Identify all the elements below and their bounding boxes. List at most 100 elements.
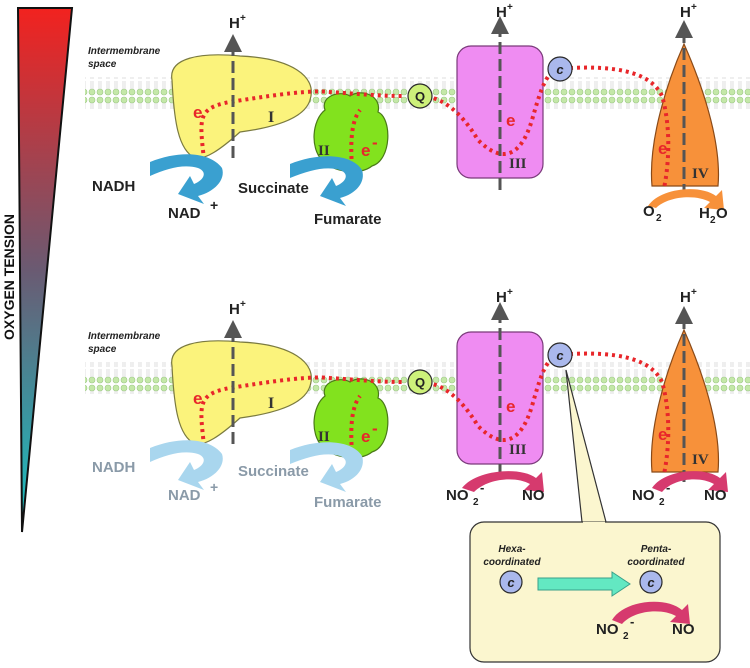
axis-title: OXYGEN TENSION [1,214,17,340]
oxygen-tension-wedge [16,7,74,533]
fumarate-label-bottom: Fumarate [314,494,382,511]
penta-label-2: coordinated [627,557,685,568]
inset-no2: NO [596,621,619,638]
cytochrome-c [547,56,573,82]
proton-III-sup-bottom: + [507,287,513,298]
inset-no2-sup: - [630,614,634,629]
proton-IV-sup: + [691,2,697,13]
no2-III-sub: 2 [473,497,479,508]
inset-no: NO [672,621,695,638]
proton-IV: H [680,4,691,21]
inset-nitrite-arrow [612,601,690,624]
electron-II-bottom: e [361,427,370,446]
inset: Hexa- coordinated Penta- coordinated c c… [469,369,721,663]
complex-IV-label-bottom: IV [692,452,709,468]
h2o-o: O [716,205,728,222]
proton-arrowhead-III [491,16,509,34]
transition-arrow [537,571,631,597]
nadh-label: NADH [92,178,135,195]
complex-IV-label: IV [692,166,709,182]
complex-I [171,54,312,159]
nad-label: NAD [168,205,201,222]
complex-II-label-bottom: II [318,429,330,445]
cytochrome-label-bottom: c [556,348,564,363]
penta-cytochrome [639,570,663,594]
nitrite-arrow-III [462,471,544,492]
penta-cytochrome-label: c [647,575,655,590]
no-III: NO [522,487,545,504]
inset-no2-sub: 2 [623,631,629,642]
proton-IV-sup-bottom: + [691,287,697,298]
complex-III-label: III [509,156,527,172]
hexa-cytochrome [499,570,523,594]
intermembrane-label-1-bottom: Intermembrane [88,331,161,342]
hexa-label-1: Hexa- [498,544,526,555]
proton-I-sup: + [240,13,246,24]
proton-III-bottom: H [496,289,507,306]
nadh-label-bottom: NADH [92,459,135,476]
intermembrane-label-2-bottom: space [88,344,117,355]
electron-IV-bottom: e [658,425,667,444]
hexa-cytochrome-label: c [507,575,515,590]
quinone-label: Q [415,89,425,104]
nadh-arrow-bottom [150,440,223,490]
proton-III: H [496,4,507,21]
electron-II-sup-bottom: - [372,419,378,438]
no2-III: NO [446,487,469,504]
complex-II-label: II [318,143,330,159]
electron-III: e [506,111,515,130]
succinate-arrow-bottom [290,442,363,492]
complex-I-label-bottom: I [268,395,274,412]
proton-I: H [229,15,240,32]
succinate-label-bottom: Succinate [238,463,309,480]
bottom-panel: Intermembrane space I II III IV e e - e … [85,287,750,511]
no2-IV-sub: 2 [659,497,665,508]
electron-III-bottom: e [506,397,515,416]
nitrite-arrow-IV [652,471,728,492]
intermembrane-label-2: space [88,59,117,70]
no-IV: NO [704,487,727,504]
cytochrome-label: c [556,62,564,77]
o2-sub: 2 [656,213,662,224]
quinone [407,83,433,109]
proton-arrowhead-IV-bottom [675,306,693,324]
electron-I: e [193,103,202,122]
nad-sup-bottom: + [210,479,218,495]
quinone-label-bottom: Q [415,375,425,390]
no2-IV-sup: - [666,480,670,495]
proton-III-sup: + [507,2,513,13]
electron-II-sup: - [372,133,378,152]
succinate-arrow [290,156,363,206]
h2o-h: H [699,205,710,222]
fumarate-label: Fumarate [314,211,382,228]
o2-label: O [643,203,655,220]
proton-arrowhead-I-bottom [224,320,242,338]
nad-label-bottom: NAD [168,487,201,504]
intermembrane-label-1: Intermembrane [88,46,161,57]
complex-III-label-bottom: III [509,442,527,458]
quinone-bottom [407,369,433,395]
nad-sup: + [210,197,218,213]
electron-IV: e [658,139,667,158]
complex-I-bottom [171,340,312,445]
succinate-label: Succinate [238,180,309,197]
no2-IV: NO [632,487,655,504]
proton-I-bottom: H [229,301,240,318]
proton-IV-bottom: H [680,289,691,306]
electron-I-bottom: e [193,389,202,408]
complex-I-label: I [268,109,274,126]
no2-III-sup: - [480,480,484,495]
proton-arrowhead-I [224,34,242,52]
oxygen-arrow [648,189,724,210]
proton-I-sup-bottom: + [240,299,246,310]
penta-label-1: Penta- [641,544,672,555]
electron-II: e [361,141,370,160]
hexa-label-2: coordinated [483,557,541,568]
cytochrome-c-bottom [547,342,573,368]
h2o-sub: 2 [710,215,716,226]
top-panel: Intermembrane space I II III IV e e - e … [85,2,750,228]
proton-arrowhead-IV [675,20,693,38]
proton-arrowhead-III-bottom [491,302,509,320]
nadh-arrow [150,154,223,204]
